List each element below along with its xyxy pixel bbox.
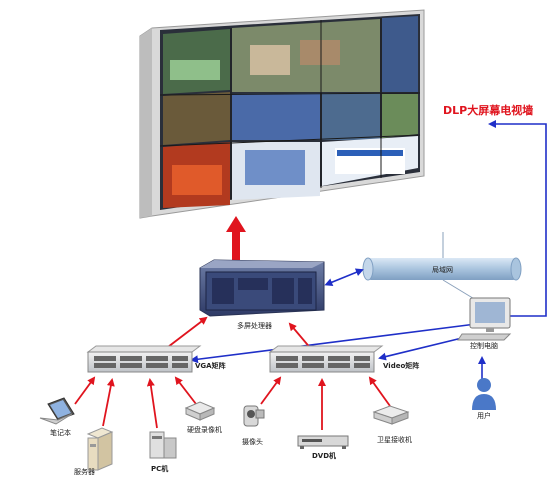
monitor-icon: [457, 297, 512, 341]
satellite-receiver-label: 卫星接收机: [377, 436, 412, 444]
pc-icon: [149, 431, 177, 459]
user-icon: [472, 378, 496, 410]
camera-label: 摄像头: [242, 438, 263, 446]
vga-matrix-label: VGA矩阵: [195, 362, 226, 370]
server-icon: [86, 427, 114, 471]
pc-label: PC机: [151, 465, 169, 473]
video-matrix-label: Video矩阵: [383, 362, 420, 370]
satellite-receiver-icon: [372, 405, 410, 425]
user-label: 用户: [477, 412, 491, 420]
red-arrow-to-wall: [226, 216, 246, 260]
server-label: 服务器: [74, 468, 95, 476]
laptop-label: 笔记本: [50, 429, 71, 437]
camera-icon: [243, 405, 265, 427]
lan-pipe-icon: [362, 257, 522, 281]
control-pc-label: 控制电脑: [470, 342, 498, 350]
dvd-icon: [297, 435, 349, 449]
lan-label: 局域网: [432, 266, 453, 274]
blue-connections: [190, 120, 547, 382]
diagram-title: DLP大屏幕电视墙: [443, 104, 534, 117]
processor-icon: [199, 259, 325, 317]
dvd-label: DVD机: [312, 452, 337, 460]
red-connections: [74, 316, 391, 430]
hdd-recorder-label: 硬盘录像机: [187, 426, 222, 434]
hdd-recorder-icon: [184, 401, 216, 421]
processor-label: 多屏处理器: [237, 322, 272, 330]
vga-matrix-switch-icon: [86, 345, 202, 373]
video-matrix-switch-icon: [268, 345, 384, 373]
video-wall-icon: [139, 9, 425, 219]
laptop-icon: [39, 397, 75, 425]
